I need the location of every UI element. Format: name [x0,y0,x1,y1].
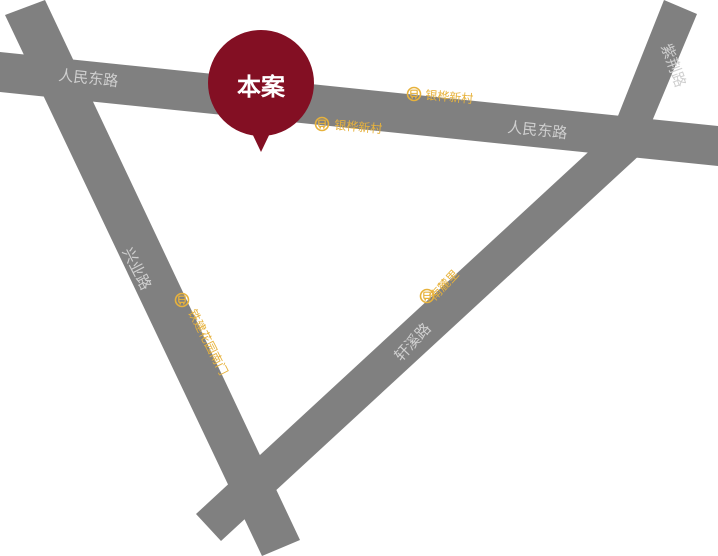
bus-stop-yinhua-north[interactable]: 银桦新村 [406,86,474,106]
road-xingye[interactable] [5,0,300,556]
bus-stop-icon [419,288,435,304]
bus-stop-icon [406,86,422,102]
project-location-marker[interactable]: 本案 [208,30,314,152]
road-xuanxiu[interactable] [196,132,643,541]
bus-stop-yinhua-south[interactable]: 银桦新村 [314,116,383,136]
location-pin-icon [208,30,314,152]
road-zijing[interactable] [610,0,697,150]
bus-stop-label: 银桦新村 [425,87,474,106]
bus-stop-icon [314,116,330,132]
bus-stop-icon [174,292,190,308]
marker-label: 本案 [237,73,286,101]
road-renmin-east[interactable] [0,52,718,166]
bus-stop-label: 银桦新村 [334,117,383,136]
